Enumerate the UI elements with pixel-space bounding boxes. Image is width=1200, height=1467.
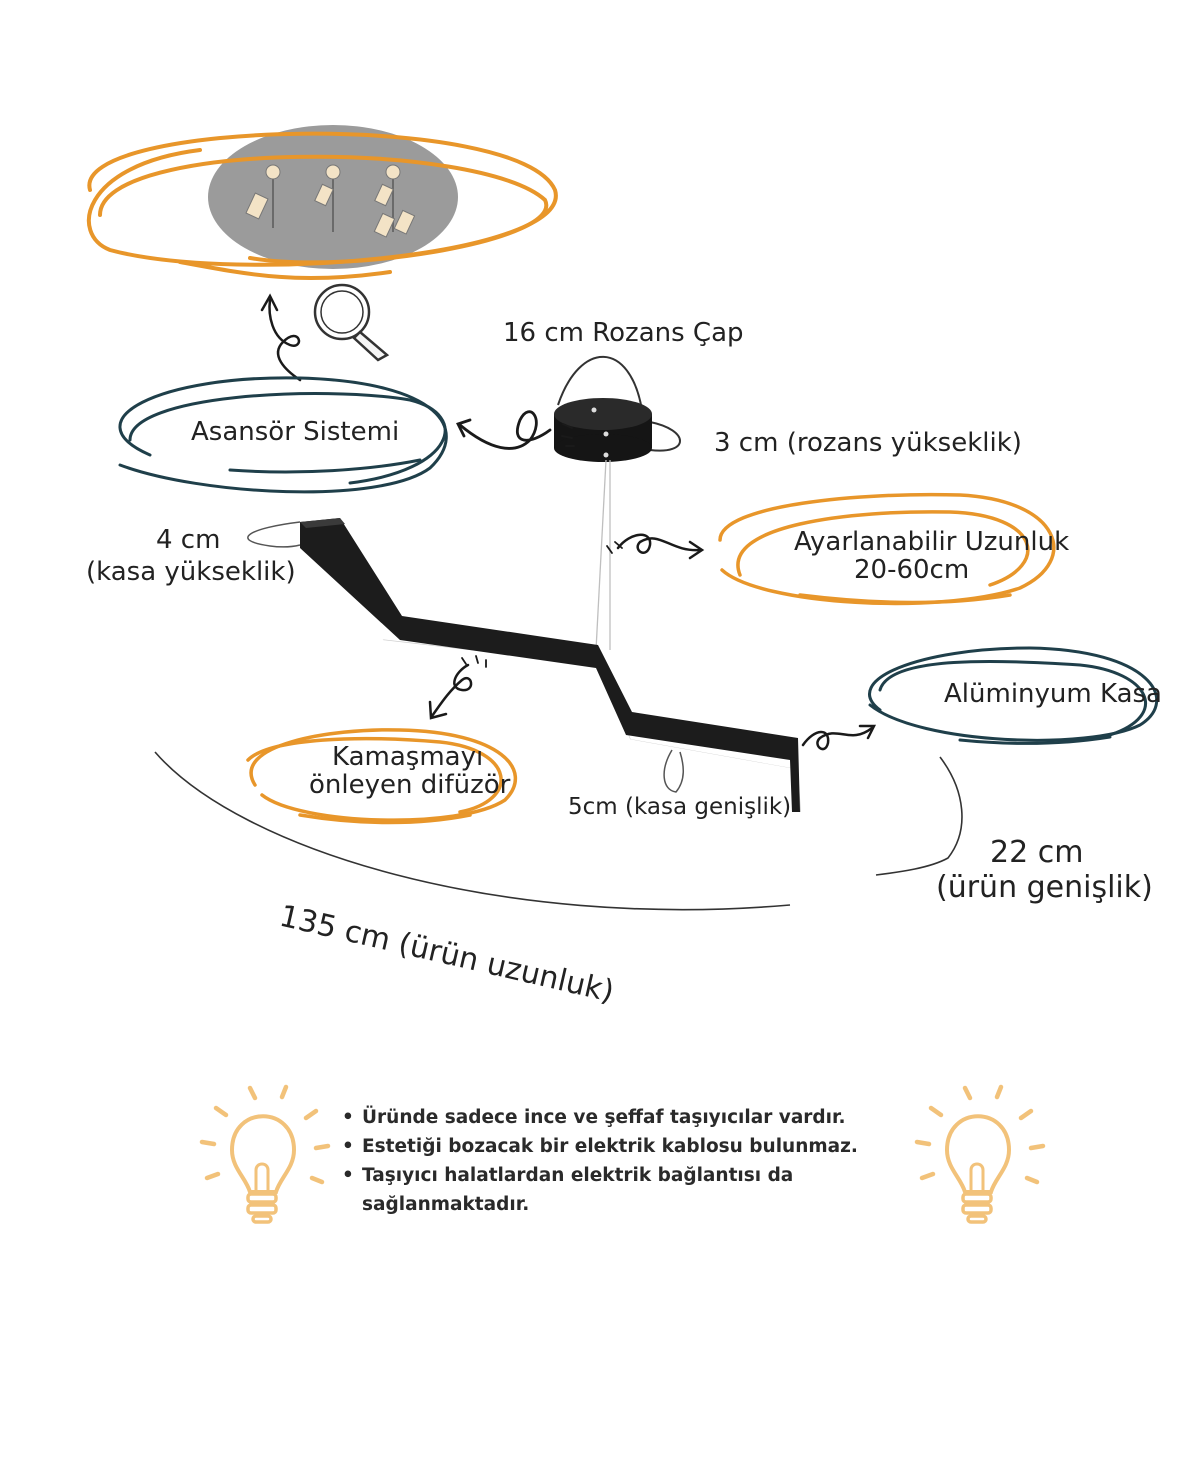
case-height-value: 4 cm bbox=[156, 525, 220, 555]
zoom-highlight-scribble bbox=[86, 131, 558, 281]
elevator-label-scribble bbox=[118, 376, 448, 494]
feature-notes: Üründe sadece ince ve şeffaf taşıyıcılar… bbox=[340, 1103, 930, 1219]
elevator-detail-zoom bbox=[208, 125, 458, 269]
lightbulb-icon bbox=[199, 1084, 331, 1224]
note-item: Taşıyıcı halatlardan elektrik bağlantısı… bbox=[340, 1161, 930, 1219]
arrow-to-zoom bbox=[260, 293, 302, 382]
rosette-height-label: 3 cm (rozans yükseklik) bbox=[714, 428, 1022, 458]
note-item: Üründe sadece ince ve şeffaf taşıyıcılar… bbox=[340, 1103, 930, 1132]
note-item: Estetiği bozacak bir elektrik kablosu bu… bbox=[340, 1132, 930, 1161]
product-width-desc: (ürün genişlik) bbox=[936, 870, 1153, 905]
adjustable-length-scribble bbox=[718, 492, 1056, 606]
lightbulb-icon bbox=[914, 1084, 1046, 1224]
arrow-to-elevator-label bbox=[456, 410, 575, 450]
ceiling-rosette bbox=[554, 355, 681, 462]
elevator-system-label: Asansör Sistemi bbox=[191, 417, 399, 447]
product-width-value: 22 cm bbox=[990, 835, 1083, 870]
adjustable-length-line1: Ayarlanabilir Uzunluk bbox=[794, 527, 1069, 557]
arrow-to-adjustable-length bbox=[606, 533, 705, 560]
product-length-label: 135 cm (ürün uzunluk) bbox=[276, 899, 617, 1010]
case-height-desc: (kasa yükseklik) bbox=[86, 557, 296, 587]
diffuser-line1: Kamaşmayı bbox=[332, 742, 483, 772]
case-width-label: 5cm (kasa genişlik) bbox=[568, 794, 791, 820]
magnifier-icon bbox=[313, 283, 390, 362]
case-height-mark bbox=[247, 521, 301, 548]
arrow-to-diffuser bbox=[428, 655, 487, 720]
product-length-arc bbox=[154, 751, 791, 911]
diffuser-scribble bbox=[246, 728, 518, 825]
arrow-to-aluminum-case bbox=[801, 724, 877, 751]
aluminum-case-label: Alüminyum Kasa bbox=[944, 679, 1162, 709]
aluminum-case-scribble bbox=[868, 646, 1159, 745]
adjustable-length-line2: 20-60cm bbox=[854, 555, 969, 585]
rosette-diameter-label: 16 cm Rozans Çap bbox=[503, 318, 744, 348]
diffuser-line2: önleyen difüzör bbox=[309, 770, 511, 800]
product-width-arc bbox=[875, 756, 963, 876]
zigzag-linear-lamp bbox=[297, 518, 801, 813]
suspension-wires bbox=[595, 459, 611, 651]
case-width-mark bbox=[663, 749, 684, 793]
